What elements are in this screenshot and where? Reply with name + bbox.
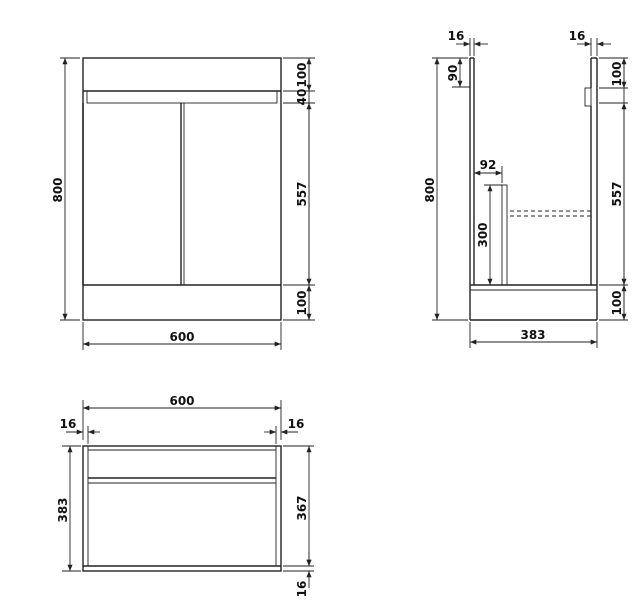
side-view: 16 16 90 800 92 300 383 — [423, 29, 628, 348]
side-left-thickness-label: 16 — [448, 29, 465, 43]
top-width-label: 600 — [169, 394, 194, 408]
side-depth-label: 383 — [520, 328, 545, 342]
front-top-rail — [86, 90, 278, 104]
front-doors-label: 557 — [295, 181, 309, 206]
side-shelf-height-label: 300 — [476, 222, 490, 247]
front-outline — [82, 57, 282, 321]
front-top-band-label: 100 — [295, 62, 309, 87]
front-view: 800 600 100 40 557 100 — [51, 57, 315, 350]
side-height-label: 800 — [423, 177, 437, 202]
top-outline — [82, 445, 282, 572]
side-right-thickness-label: 16 — [569, 29, 586, 43]
top-depth-label: 383 — [56, 497, 70, 522]
side-top-band-label: 100 — [610, 61, 624, 86]
side-body-label: 557 — [610, 181, 624, 206]
front-rail-label: 40 — [295, 89, 309, 106]
top-back-label: 16 — [295, 581, 309, 598]
side-plinth-label: 100 — [610, 290, 624, 315]
front-plinth-label: 100 — [295, 290, 309, 315]
front-height-label: 800 — [51, 177, 65, 202]
top-inner — [87, 445, 277, 567]
side-rail-notch — [584, 87, 592, 107]
top-inner-depth-label: 367 — [295, 495, 309, 520]
side-shelf-setback-label: 92 — [480, 158, 497, 172]
side-top-offset-label: 90 — [446, 65, 460, 82]
front-width-label: 600 — [169, 330, 194, 344]
top-view: 600 16 16 383 367 16 — [56, 394, 314, 597]
side-shelf-upright — [501, 184, 508, 286]
top-side-left-label: 16 — [60, 417, 77, 431]
top-side-right-label: 16 — [288, 417, 305, 431]
